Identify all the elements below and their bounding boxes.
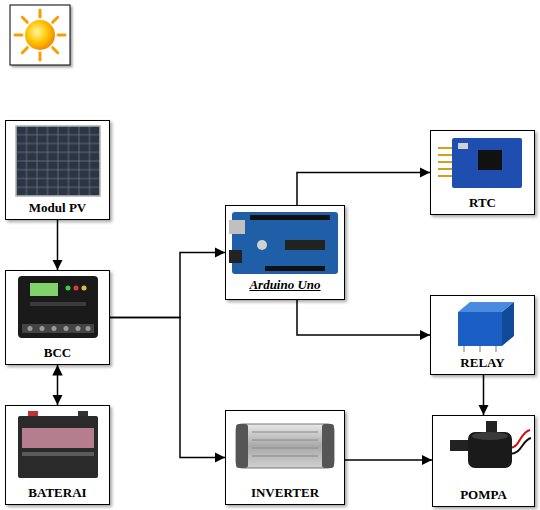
component-label: RELAY xyxy=(460,356,504,371)
solar-panel-picture xyxy=(16,126,100,196)
inverter-picture xyxy=(236,424,334,468)
component-label: POMPA xyxy=(460,488,507,503)
component-label: Arduino Uno xyxy=(249,278,320,293)
sun-icon xyxy=(10,5,70,65)
relay-picture xyxy=(458,302,514,352)
component-label: Modul PV xyxy=(29,201,86,216)
rtc-module-picture xyxy=(438,138,522,188)
arduino-board-picture xyxy=(229,212,338,274)
component-label: BATERAI xyxy=(28,486,86,501)
connector-arrow xyxy=(110,318,225,458)
connector-arrow xyxy=(345,459,432,461)
component-box: POMPA xyxy=(432,415,535,507)
component-box: Arduino Uno xyxy=(225,205,345,300)
pump-picture xyxy=(450,421,531,468)
connector-arrow xyxy=(57,365,59,405)
component-box: Modul PV xyxy=(5,120,110,220)
component-box: RTC xyxy=(430,130,535,215)
component-box: INVERTER xyxy=(225,410,345,505)
component-label: INVERTER xyxy=(251,486,319,501)
component-box: BCC xyxy=(5,270,110,365)
component-box: RELAY xyxy=(430,295,535,375)
component-label: RTC xyxy=(469,196,496,211)
connector-arrow xyxy=(57,220,59,270)
connector-arrow xyxy=(483,375,485,415)
connector-arrow xyxy=(297,300,430,335)
battery-picture xyxy=(18,411,98,478)
component-box: BATERAI xyxy=(5,405,110,505)
connector-arrow xyxy=(297,173,430,206)
charge-controller-picture xyxy=(18,276,98,338)
connector-arrow xyxy=(110,253,225,318)
component-label: BCC xyxy=(44,346,71,361)
